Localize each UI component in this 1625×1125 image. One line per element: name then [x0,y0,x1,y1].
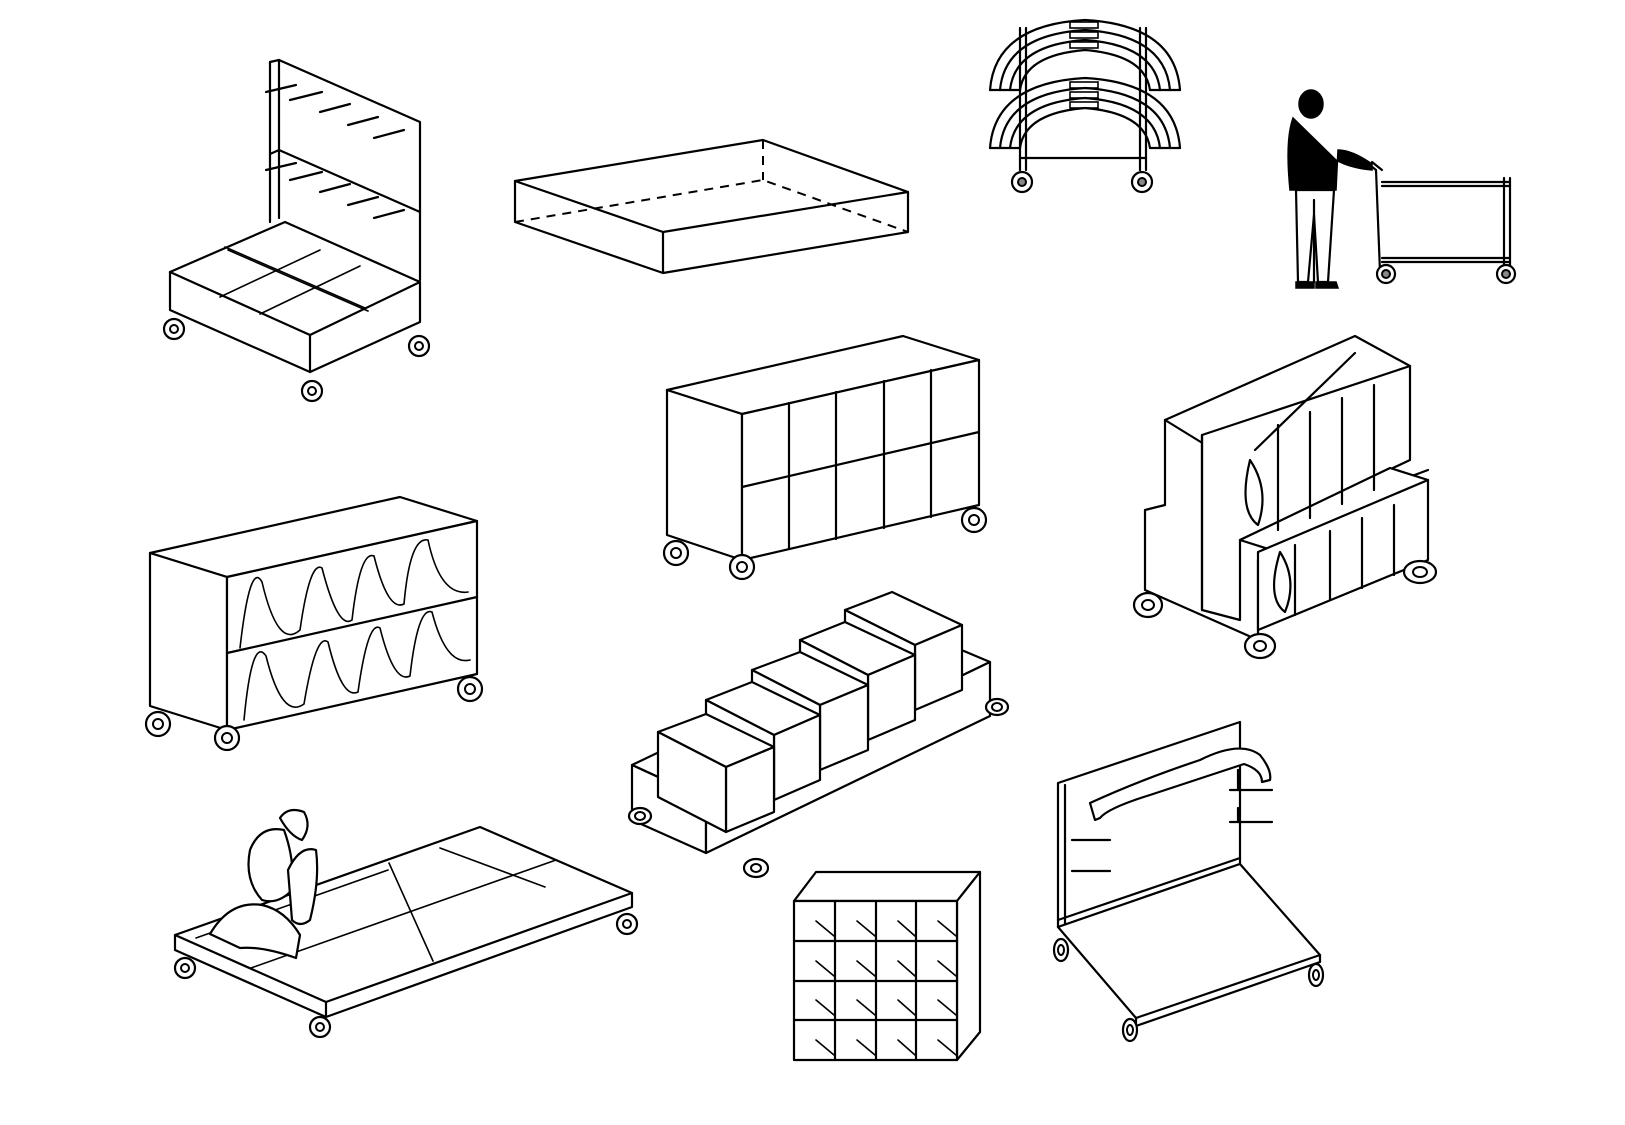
curved-shelf-cart-icon [988,18,1182,194]
divider-bin-tray-cart-icon [627,590,1010,879]
angled-panel-cart-icon [1052,720,1325,1043]
person-pushing-trolley-icon [1287,89,1517,289]
cubby-cabinet-cart-icon [662,334,988,581]
low-platform-cart-icon [173,808,639,1039]
pigeonhole-shelf-icon [792,870,982,1062]
hanging-rack-cart-icon [162,58,431,403]
stepped-storage-cart-icon [1132,334,1438,660]
open-tray-icon [513,138,910,275]
sling-bin-cabinet-cart-icon [144,495,484,752]
